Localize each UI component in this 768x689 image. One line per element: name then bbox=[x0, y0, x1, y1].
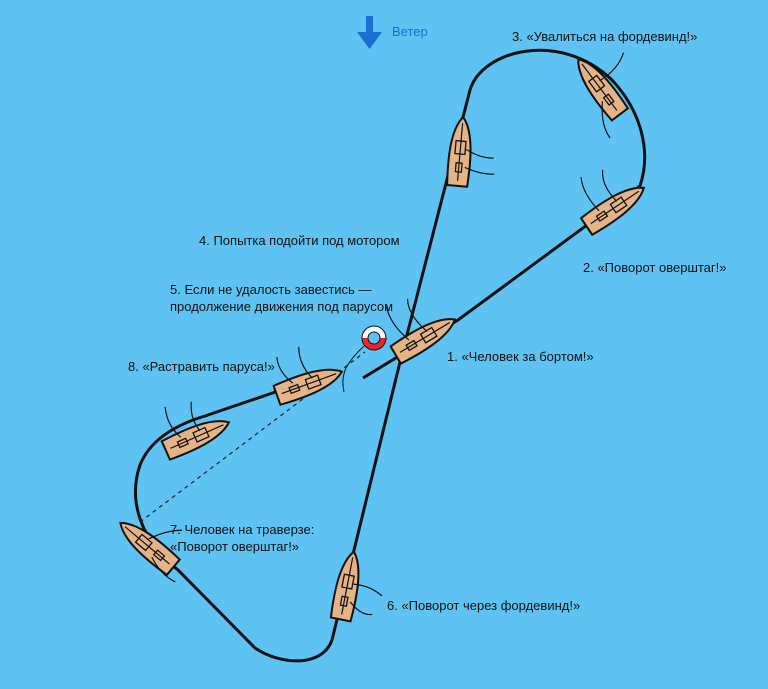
label-step-7-line2: «Поворот оверштаг!» bbox=[170, 539, 300, 554]
label-step-7-line1: 7. Человек на траверзе: bbox=[170, 522, 315, 537]
boat-step-5 bbox=[272, 346, 347, 407]
boat-step-4 bbox=[445, 115, 495, 188]
label-step-4: 4. Попытка подойти под мотором bbox=[199, 233, 400, 248]
label-step-3: 3. «Увалиться на фордевинд!» bbox=[512, 29, 698, 44]
boat-step-8 bbox=[160, 401, 235, 462]
boat-step-3 bbox=[568, 51, 630, 139]
boat-step-1 bbox=[386, 298, 462, 366]
person-in-water-wake bbox=[342, 345, 365, 393]
wind-arrow-icon bbox=[357, 16, 382, 49]
boat-step-7 bbox=[112, 513, 183, 583]
label-step-8: 8. «Растравить паруса!» bbox=[128, 359, 275, 374]
label-step-5-line1: 5. Если не удалость завестись — bbox=[170, 282, 372, 297]
course-track bbox=[134, 48, 647, 663]
boat-step-2 bbox=[579, 169, 651, 237]
label-step-1: 1. «Человек за бортом!» bbox=[447, 349, 594, 364]
boat-step-6 bbox=[329, 548, 383, 623]
label-step-6: 6. «Поворот через фордевинд!» bbox=[387, 598, 581, 613]
label-step-2: 2. «Поворот оверштаг!» bbox=[583, 260, 727, 275]
label-step-5-line2: продолжение движения под парусом bbox=[170, 299, 394, 314]
wind-label: Ветер bbox=[392, 24, 428, 39]
lifebuoy-icon bbox=[361, 325, 387, 351]
